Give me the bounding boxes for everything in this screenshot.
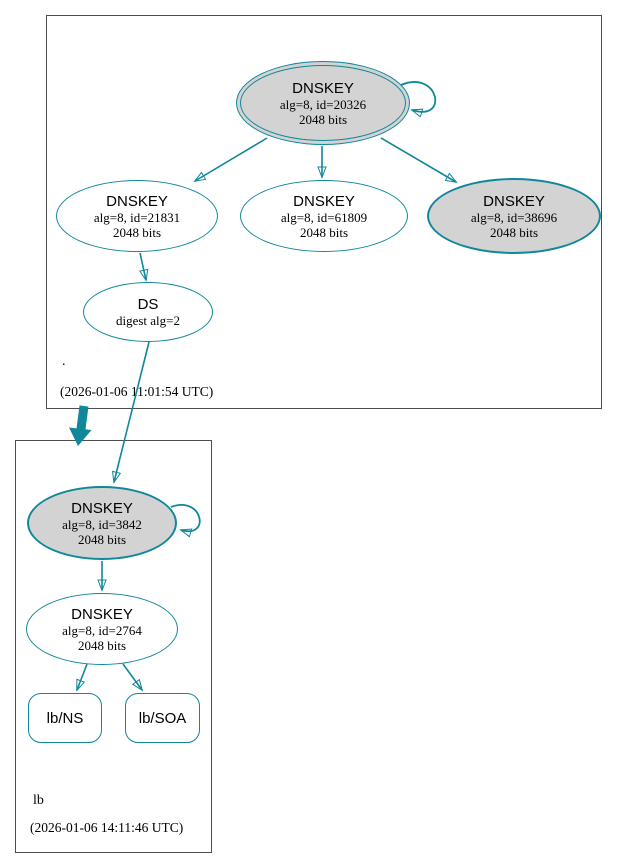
ds-title: DS (137, 296, 159, 313)
zone-name-lb: lb (33, 793, 44, 808)
dnskey-bits: 2048 bits (77, 637, 127, 653)
lb-ns-rrset-node[interactable]: lb/NS (28, 693, 102, 743)
dnskey-title: DNSKEY (71, 499, 133, 517)
edge-zone-delegation-shaft (76, 405, 89, 430)
rrset-label: lb/SOA (138, 709, 187, 727)
dnskey-alg-id: alg=8, id=3842 (62, 516, 142, 532)
rrset-label: lb/NS (46, 709, 84, 727)
dnskey-3842-node[interactable]: DNSKEY alg=8, id=3842 2048 bits (27, 486, 177, 560)
zone-timestamp-lb: (2026-01-06 14:11:46 UTC) (30, 820, 184, 835)
dnskey-alg-id: alg=8, id=38696 (470, 209, 558, 225)
ds-node[interactable]: DS digest alg=2 (83, 282, 213, 342)
dnskey-21831-node[interactable]: DNSKEY alg=8, id=21831 2048 bits (56, 180, 218, 252)
dnskey-61809-node[interactable]: DNSKEY alg=8, id=61809 2048 bits (240, 180, 408, 252)
lb-soa-rrset-node[interactable]: lb/SOA (125, 693, 200, 743)
dnskey-2764-node[interactable]: DNSKEY alg=8, id=2764 2048 bits (26, 593, 178, 665)
ds-digest: digest alg=2 (115, 313, 181, 328)
zone-name-root: . (62, 354, 66, 369)
dnskey-bits: 2048 bits (489, 224, 539, 240)
dnskey-title: DNSKEY (292, 79, 354, 97)
zone-box-root (46, 15, 602, 409)
dnskey-bits: 2048 bits (298, 111, 348, 127)
dnskey-alg-id: alg=8, id=20326 (279, 96, 367, 112)
dnskey-alg-id: alg=8, id=21831 (93, 209, 181, 225)
dnskey-38696-node[interactable]: DNSKEY alg=8, id=38696 2048 bits (427, 178, 601, 254)
dnskey-20326-node[interactable]: DNSKEY alg=8, id=20326 2048 bits (236, 61, 410, 145)
dnskey-alg-id: alg=8, id=61809 (280, 209, 368, 225)
zone-timestamp-root: (2026-01-06 11:01:54 UTC) (60, 384, 214, 399)
dnskey-title: DNSKEY (71, 605, 133, 623)
dnskey-bits: 2048 bits (77, 531, 127, 547)
dnskey-title: DNSKEY (483, 192, 545, 210)
dnskey-title: DNSKEY (106, 192, 168, 210)
dnskey-bits: 2048 bits (299, 224, 349, 240)
dnskey-title: DNSKEY (293, 192, 355, 210)
dnskey-bits: 2048 bits (112, 224, 162, 240)
dnskey-alg-id: alg=8, id=2764 (62, 622, 142, 638)
